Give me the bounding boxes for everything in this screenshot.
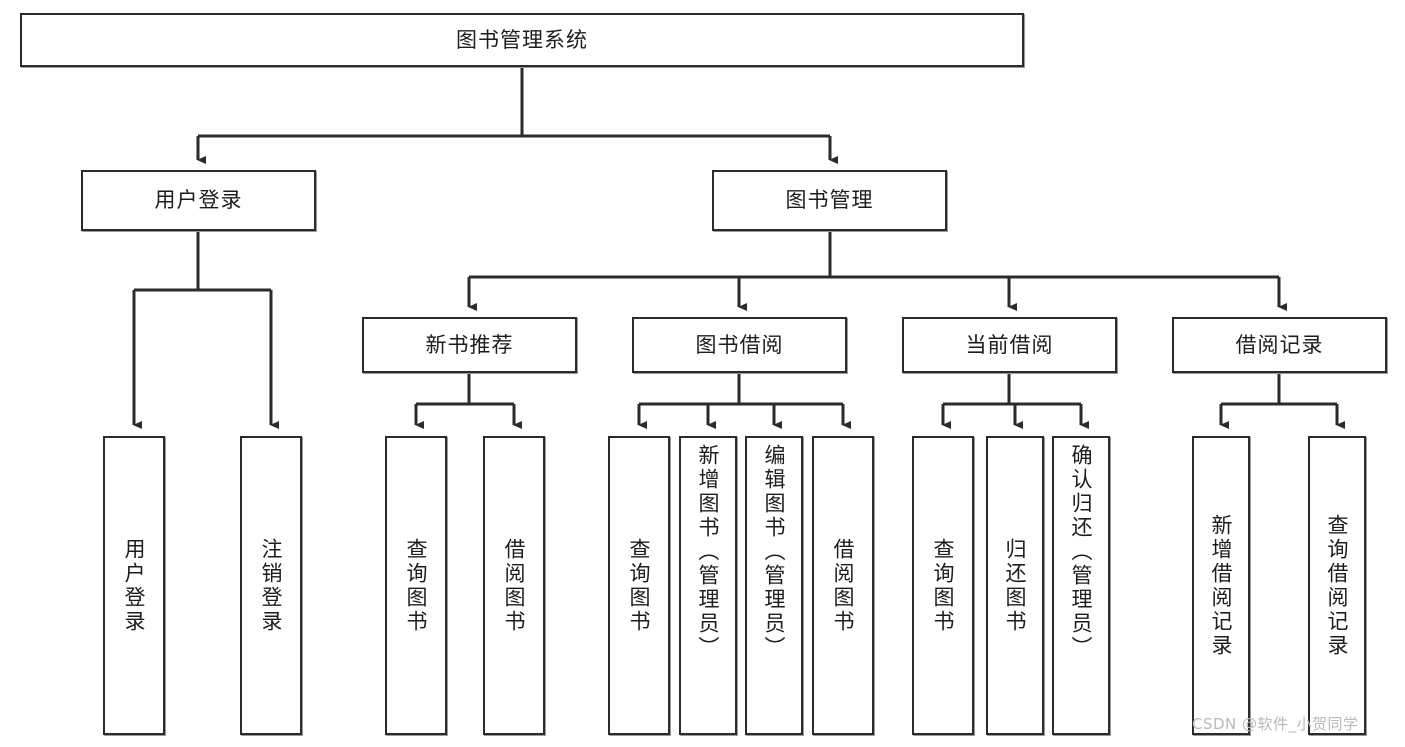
csdn-watermark: CSDN @软件_小贺同学 — [1192, 715, 1359, 733]
node-book-borrow-label: 图书借阅 — [695, 332, 784, 357]
node-borrow-record[interactable]: 借阅记录 — [1172, 317, 1387, 373]
leaf-query-borrow-record[interactable]: 查询借阅记录 — [1308, 436, 1366, 735]
leaf-user-login-label: 用户登录 — [122, 537, 147, 634]
node-user-login[interactable]: 用户登录 — [81, 170, 316, 231]
node-current-borrow-label: 当前借阅 — [965, 332, 1054, 357]
leaf-query-borrow-record-label: 查询借阅记录 — [1325, 513, 1350, 658]
node-root-label: 图书管理系统 — [456, 27, 588, 52]
leaf-edit-book[interactable]: 编辑图书（管理员） — [745, 436, 803, 735]
node-current-borrow[interactable]: 当前借阅 — [902, 317, 1117, 373]
leaf-borrow-book[interactable]: 借阅图书 — [812, 436, 874, 735]
leaf-return-book[interactable]: 归还图书 — [986, 436, 1044, 735]
node-book-manage[interactable]: 图书管理 — [712, 170, 947, 231]
leaf-query-book-current-label: 查询图书 — [931, 537, 956, 634]
node-new-book-rec[interactable]: 新书推荐 — [362, 317, 577, 373]
leaf-add-borrow-record[interactable]: 新增借阅记录 — [1192, 436, 1250, 735]
leaf-confirm-return[interactable]: 确认归还（管理员） — [1052, 436, 1110, 735]
leaf-query-book-borrow[interactable]: 查询图书 — [608, 436, 670, 735]
leaf-logout-login-label: 注销登录 — [259, 537, 284, 634]
leaf-add-book-label: 新增图书（管理员） — [696, 444, 721, 660]
leaf-add-borrow-record-label: 新增借阅记录 — [1209, 513, 1234, 658]
node-new-book-rec-label: 新书推荐 — [425, 332, 514, 357]
leaf-return-book-label: 归还图书 — [1003, 537, 1028, 634]
leaf-query-book-recommend-label: 查询图书 — [404, 537, 429, 634]
node-root[interactable]: 图书管理系统 — [20, 13, 1024, 67]
node-book-manage-label: 图书管理 — [785, 188, 874, 213]
leaf-query-book-borrow-label: 查询图书 — [627, 537, 652, 634]
leaf-edit-book-label: 编辑图书（管理员） — [762, 444, 787, 660]
leaf-user-login[interactable]: 用户登录 — [103, 436, 165, 735]
leaf-borrow-book-recommend[interactable]: 借阅图书 — [483, 436, 545, 735]
leaf-query-book-recommend[interactable]: 查询图书 — [385, 436, 447, 735]
node-user-login-label: 用户登录 — [154, 188, 243, 213]
leaf-borrow-book-label: 借阅图书 — [831, 537, 856, 634]
leaf-logout-login[interactable]: 注销登录 — [240, 436, 302, 735]
leaf-borrow-book-recommend-label: 借阅图书 — [502, 537, 527, 634]
leaf-query-book-current[interactable]: 查询图书 — [912, 436, 974, 735]
leaf-confirm-return-label: 确认归还（管理员） — [1069, 444, 1094, 660]
leaf-add-book[interactable]: 新增图书（管理员） — [679, 436, 737, 735]
node-borrow-record-label: 借阅记录 — [1235, 332, 1324, 357]
node-book-borrow[interactable]: 图书借阅 — [632, 317, 847, 373]
